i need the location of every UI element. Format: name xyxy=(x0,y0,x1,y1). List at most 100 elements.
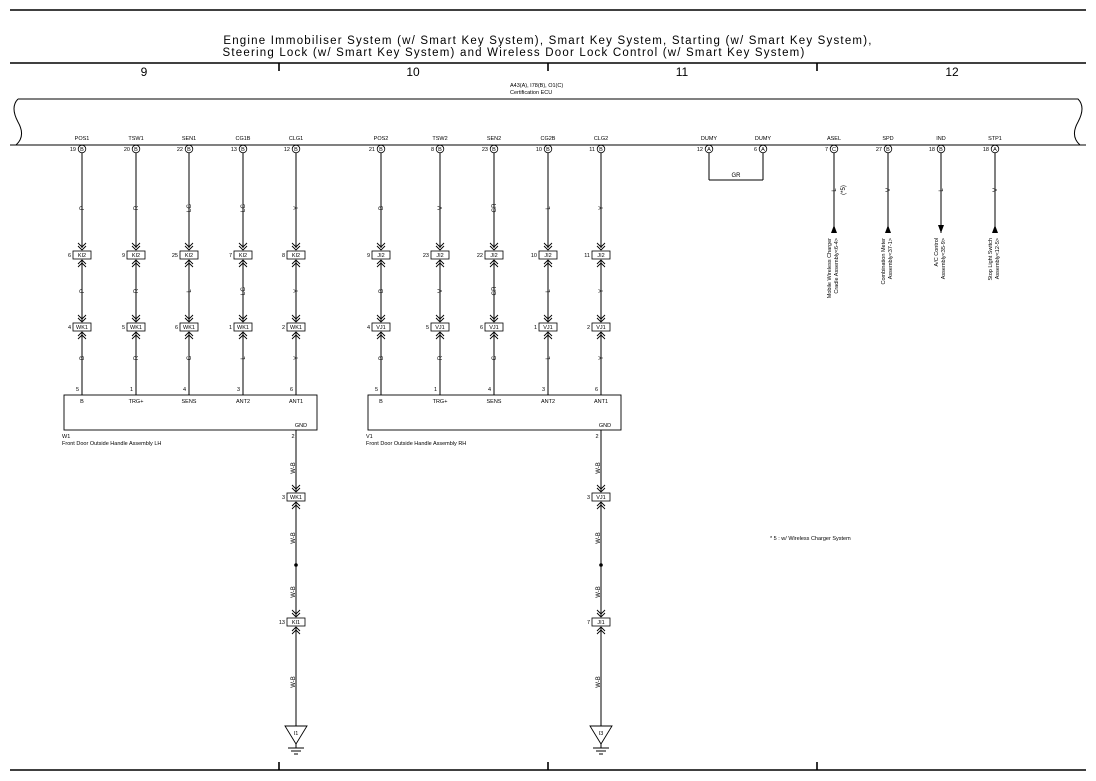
handle-name: Front Door Outside Handle Assembly RH xyxy=(366,441,466,447)
splice-point xyxy=(294,563,298,567)
connector-pin-number: 4 xyxy=(367,325,370,331)
connector-arrow xyxy=(77,242,87,251)
ecu-pin-connector xyxy=(596,144,606,154)
ecu-pin-label: TSW2 xyxy=(432,136,447,142)
handle-pin-label: ANT1 xyxy=(594,399,608,405)
destination-name: Mobile Wireless Charger xyxy=(827,238,833,298)
connector-pin-number: 7 xyxy=(229,253,232,259)
ecu-pin-label: SEN1 xyxy=(182,136,196,142)
connector-label: JI2 xyxy=(597,253,604,259)
connector-box xyxy=(538,322,558,332)
wire-color-label: G xyxy=(187,355,193,360)
connector-arrow xyxy=(77,314,87,323)
ecu-pin-connector-letter: A xyxy=(761,147,765,153)
connector-pin-number: 5 xyxy=(122,325,125,331)
ecu-pin-connector-letter: B xyxy=(379,147,383,153)
connector-box xyxy=(591,492,611,502)
connector-arrow xyxy=(291,609,301,618)
connector-pin-number: 4 xyxy=(68,325,71,331)
connector-arrow xyxy=(184,242,194,251)
ecu-pin-number: 23 xyxy=(482,147,488,153)
connector-pin-number: 10 xyxy=(531,253,537,259)
wire-color-label: Y xyxy=(294,356,300,360)
connector-box xyxy=(591,617,611,627)
connector-label: VJ1 xyxy=(489,325,498,331)
ecu-pin-number: 20 xyxy=(124,147,130,153)
connector-label: KI2 xyxy=(239,253,247,259)
connector-pin-number: 13 xyxy=(279,620,285,626)
wire-color-label: R xyxy=(134,205,140,210)
destination-assembly: Assembly<37-1> xyxy=(888,238,894,279)
handle-pin-label: B xyxy=(80,399,84,405)
handle-pin-number: 1 xyxy=(130,387,133,393)
wire-color-label: L xyxy=(546,289,552,293)
connector-arrow xyxy=(238,314,248,323)
ecu-pin-connector-letter: B xyxy=(438,147,442,153)
connector-arrow xyxy=(131,314,141,323)
ecu-pin-label: POS2 xyxy=(374,136,389,142)
ecu-pin-label: CG1B xyxy=(236,136,251,142)
connector-pin-number: 3 xyxy=(587,495,590,501)
connector-label: KI2 xyxy=(292,253,300,259)
ground-label: I3 xyxy=(599,731,604,737)
ecu-pin-connector xyxy=(489,144,499,154)
wire-color-label: L xyxy=(939,188,945,192)
ecu-pin-number: 6 xyxy=(754,147,757,153)
connector-label: JI2 xyxy=(377,253,384,259)
handle-pin-label: TRG+ xyxy=(129,399,144,405)
ecu-pin-number: 21 xyxy=(369,147,375,153)
connector-arrow xyxy=(596,242,606,251)
ecu-pin-connector xyxy=(829,144,839,154)
column-number: 9 xyxy=(141,65,148,79)
handle-pin-number: 4 xyxy=(488,387,491,393)
connector-box xyxy=(286,492,306,502)
ecu-pin-connector-letter: B xyxy=(599,147,603,153)
connector-pin-number: 2 xyxy=(282,325,285,331)
handle-name: Front Door Outside Handle Assembly LH xyxy=(62,441,161,447)
wire-arrow-down xyxy=(938,225,944,233)
ecu-pin-connector-letter: B xyxy=(241,147,245,153)
wire-color-label: V xyxy=(993,188,999,192)
connector-box xyxy=(538,250,558,260)
connector-label: KI2 xyxy=(78,253,86,259)
connector-arrow xyxy=(543,314,553,323)
ecu-pin-number: 18 xyxy=(983,147,989,153)
wire-color-label: Y xyxy=(599,356,605,360)
connector-box xyxy=(233,250,253,260)
wire-color-label: W-B xyxy=(596,532,602,544)
wire-color-label: P xyxy=(80,206,86,210)
handle-lh-box xyxy=(63,394,318,431)
connector-pin-number: 9 xyxy=(122,253,125,259)
wire-color-label: LG xyxy=(187,204,193,212)
wire-color-label: W-B xyxy=(291,532,297,544)
ecu-pin-connector-letter: C xyxy=(832,147,836,153)
ecu-pin-number: 22 xyxy=(177,147,183,153)
wire-color-label: B xyxy=(379,289,385,293)
destination-name: Stop Light Switch xyxy=(988,238,994,281)
connector-arrow xyxy=(376,314,386,323)
handle-pin-label: B xyxy=(379,399,383,405)
ecu-pin-connector-letter: A xyxy=(707,147,711,153)
wire-color-label: L xyxy=(832,188,838,192)
handle-pin-label: ANT1 xyxy=(289,399,303,405)
connector-box xyxy=(430,250,450,260)
ecu-pin-connector-letter: B xyxy=(546,147,550,153)
connector-label: KI2 xyxy=(132,253,140,259)
ecu-pin-connector xyxy=(376,144,386,154)
diagram-title-line2: Steering Lock (w/ Smart Key System) and … xyxy=(223,47,806,59)
handle-gnd-label: GND xyxy=(599,423,611,429)
connector-label: VJ1 xyxy=(596,325,605,331)
ecu-pin-connector-letter: B xyxy=(939,147,943,153)
destination-name: A/C Control xyxy=(934,238,940,266)
handle-pin-label: ANT2 xyxy=(541,399,555,405)
ecu-pin-connector xyxy=(77,144,87,154)
ecu-pin-label: CLG1 xyxy=(289,136,303,142)
connector-arrow xyxy=(376,242,386,251)
wire-color-label: L xyxy=(546,206,552,210)
handle-pin-label: SENS xyxy=(487,399,502,405)
connector-arrow xyxy=(238,242,248,251)
ecu-pin-number: 12 xyxy=(284,147,290,153)
wire-color-label: V xyxy=(438,206,444,210)
wire-color-label: L xyxy=(546,356,552,360)
